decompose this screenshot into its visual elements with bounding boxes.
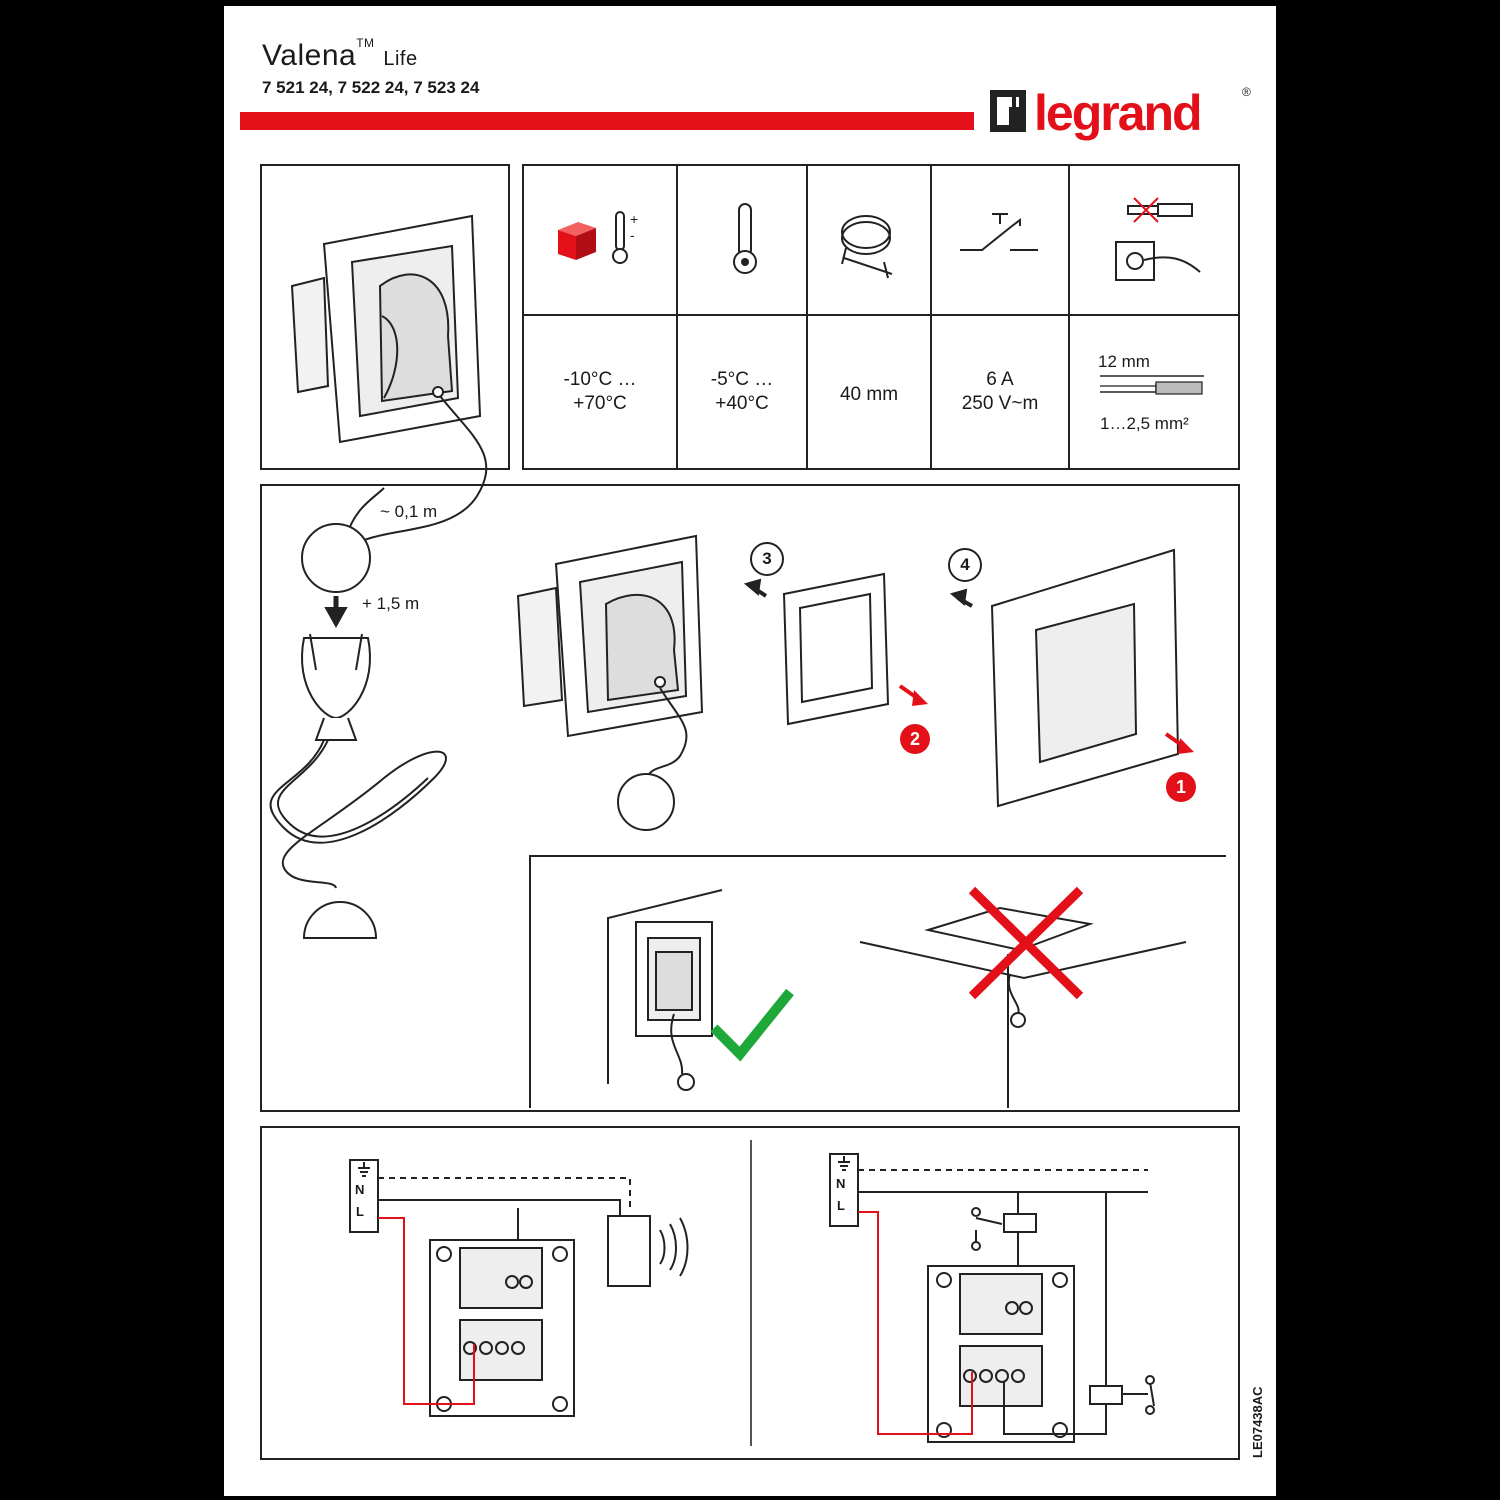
terminal-N2-label: N bbox=[836, 1176, 846, 1191]
legrand-logo: legrand ® bbox=[990, 80, 1256, 150]
screw-terminal-icon bbox=[1115, 197, 1201, 281]
operating-temperature-icon bbox=[733, 203, 757, 274]
step-3-badge: 3 bbox=[750, 542, 784, 576]
wiring-diagram-relay bbox=[829, 1153, 1155, 1443]
cover-plate-illustration bbox=[949, 548, 1180, 808]
product-image-box bbox=[260, 164, 510, 547]
rated-voltage: 250 V~m bbox=[961, 393, 1039, 414]
mounting-position-panel bbox=[529, 855, 1226, 1108]
wiring-diagram-wireless bbox=[349, 1159, 689, 1417]
specs-col-line bbox=[806, 164, 808, 470]
terminal-L-label: L bbox=[356, 1204, 364, 1219]
storage-temperature-icon: + - bbox=[558, 211, 638, 264]
specs-table bbox=[522, 164, 1240, 470]
intermediate-frame-illustration bbox=[743, 572, 890, 726]
wrong-cross-icon bbox=[968, 886, 1084, 1000]
wire-strip-icon bbox=[1100, 375, 1204, 395]
wire-section: 1…2,5 mm² bbox=[1100, 414, 1189, 433]
specs-col-line bbox=[1068, 164, 1070, 470]
cord-length-extension: + 1,5 m bbox=[362, 594, 420, 613]
svg-text:®: ® bbox=[1242, 85, 1251, 99]
storage-temperature-range: -10°C … +70°C bbox=[524, 368, 676, 416]
svg-text:+: + bbox=[630, 211, 638, 227]
storage-temp-max: +70°C bbox=[573, 393, 627, 414]
cord-length-short: ~ 0,1 m bbox=[380, 502, 438, 521]
cord-and-ball-illustration bbox=[269, 487, 447, 939]
terminal-L2-label: L bbox=[837, 1198, 845, 1213]
product-references: 7 521 24, 7 522 24, 7 523 24 bbox=[262, 78, 480, 97]
svg-text:legrand: legrand bbox=[1034, 85, 1201, 141]
wiring-panel bbox=[260, 1126, 1240, 1460]
specs-col-line bbox=[930, 164, 932, 470]
wiring-divider bbox=[750, 1140, 752, 1446]
correct-check-icon bbox=[710, 988, 794, 1062]
operating-temperature-range: -5°C … +40°C bbox=[678, 368, 806, 416]
strip-length: 12 mm bbox=[1098, 352, 1150, 371]
header-red-bar bbox=[240, 112, 974, 130]
step-1-badge: 1 bbox=[1166, 772, 1196, 802]
svg-text:-: - bbox=[630, 227, 635, 243]
storage-temp-min: -10°C … bbox=[563, 369, 637, 390]
installation-panel bbox=[260, 484, 1240, 1112]
flush-box-icon bbox=[841, 215, 893, 279]
specs-col-line bbox=[676, 164, 678, 470]
switch-contact-icon bbox=[960, 213, 1038, 251]
document-code: LE07438AC bbox=[1250, 1386, 1265, 1458]
electrical-rating: 6 A 250 V~m bbox=[932, 368, 1068, 416]
arrow-step-2 bbox=[898, 684, 928, 706]
rated-current: 6 A bbox=[986, 369, 1014, 390]
terminal-N-label: N bbox=[355, 1182, 365, 1197]
step-4-badge: 4 bbox=[948, 548, 982, 582]
step-2-badge: 2 bbox=[900, 724, 930, 754]
operating-temp-max: +40°C bbox=[715, 393, 769, 414]
instruction-sheet: ValenaTM Life 7 521 24, 7 522 24, 7 523 … bbox=[224, 6, 1276, 1496]
detector-image bbox=[290, 214, 488, 547]
detector-mounted-illustration bbox=[516, 534, 704, 831]
arrow-step-1 bbox=[1164, 732, 1194, 754]
operating-temp-min: -5°C … bbox=[710, 369, 774, 390]
box-depth: 40 mm bbox=[839, 384, 899, 405]
product-title: ValenaTM Life bbox=[262, 36, 418, 72]
specs-divider bbox=[522, 314, 1240, 316]
